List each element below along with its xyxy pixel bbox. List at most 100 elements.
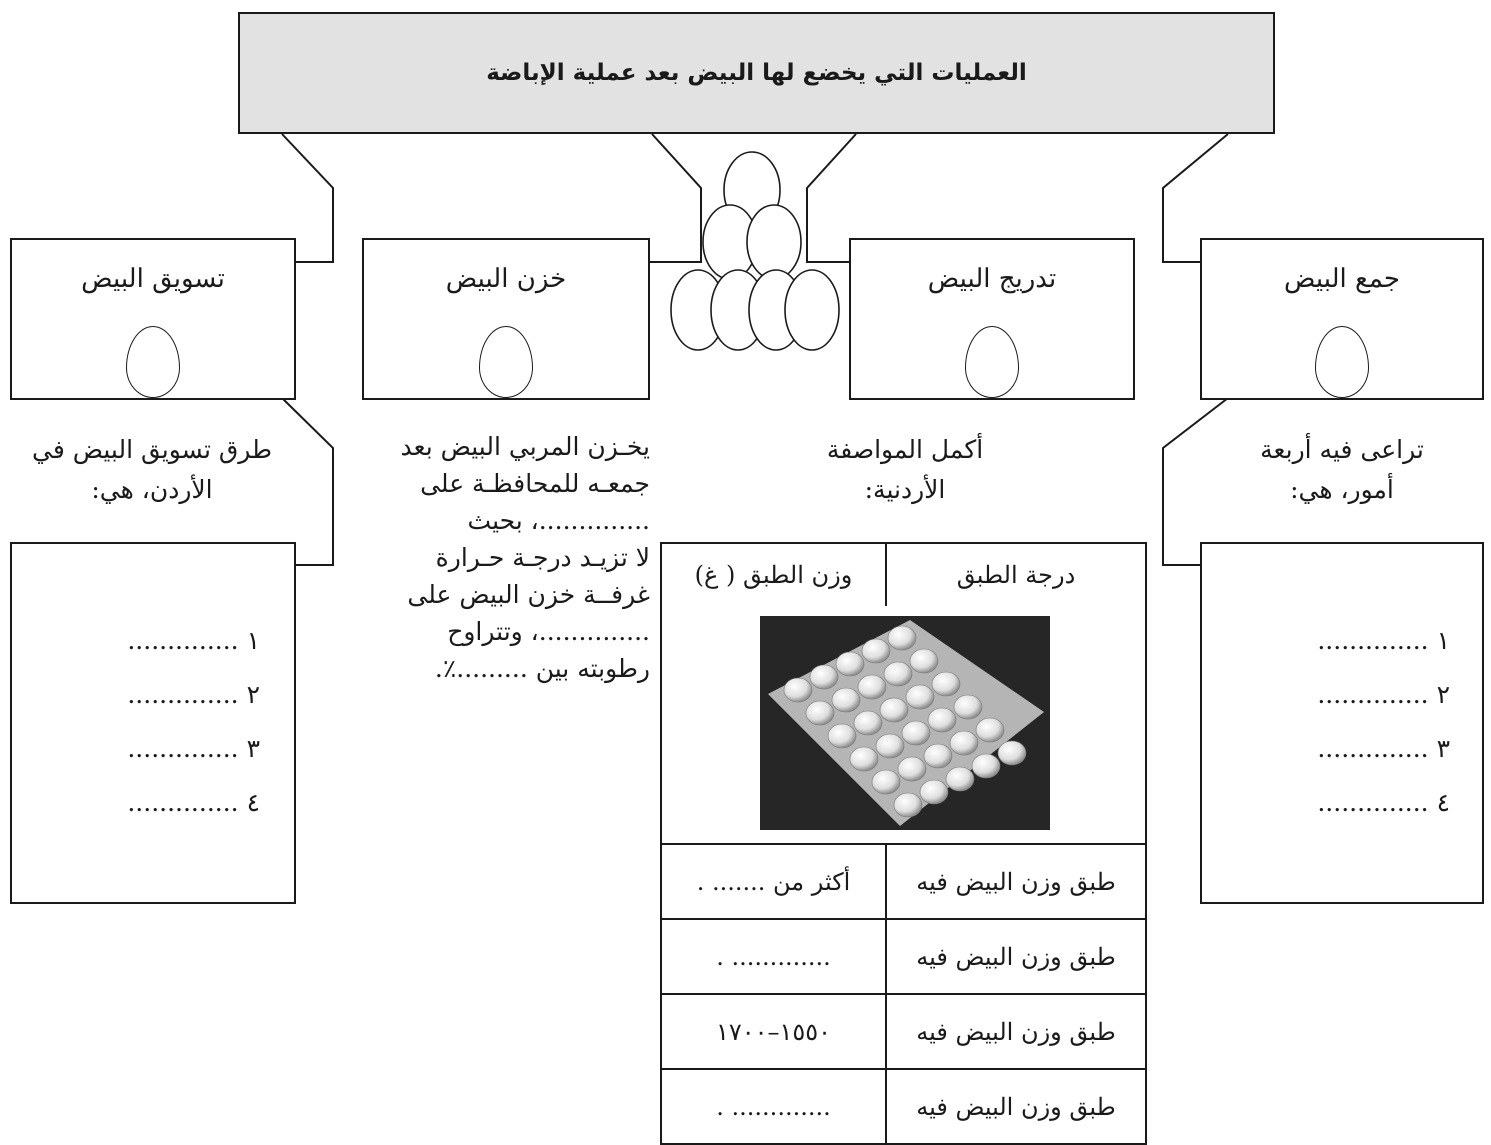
tray-egg (919, 779, 949, 805)
grade-cell: طبق وزن البيض فيه (916, 1092, 1116, 1121)
table-divider (662, 993, 1145, 995)
tray-egg (849, 746, 879, 772)
list-item: ١ .............. (1317, 626, 1450, 655)
storage-line: لا تزيـد درجـة حـرارة (435, 543, 650, 572)
tray-egg (827, 723, 857, 749)
tray-egg (887, 625, 917, 651)
table-divider (885, 544, 887, 606)
tray-egg (945, 766, 975, 792)
collection-list-box: ١ .............. ٢ .............. ٣ ....… (1200, 542, 1484, 904)
stage-title-marketing: تسويق البيض (81, 264, 225, 294)
egg-tray-image (768, 620, 1044, 826)
egg-tray-photo (760, 616, 1050, 830)
tray-egg (861, 638, 891, 664)
collection-description: تراعى فيه أربعة أمور، هي: (1196, 430, 1488, 510)
tray-egg (893, 792, 923, 818)
grade-cell: طبق وزن البيض فيه (916, 942, 1116, 971)
grading-description-line-1: أكمل المواصفة (826, 435, 984, 464)
egg-pile-illustration (670, 151, 840, 351)
stage-box-storage: خزن البيض (362, 238, 650, 400)
diagram-title: العمليات التي يخضع لها البيض بعد عملية ا… (486, 60, 1027, 86)
marketing-description-line-2: الأردن، هي: (91, 475, 213, 504)
header-weight: وزن الطبق ( غ) (694, 561, 853, 589)
storage-line: رطوبته بين .........٪. (434, 654, 650, 683)
weight-cell: ١٥٥٠–١٧٠٠ (715, 1017, 832, 1046)
table-divider (662, 1068, 1145, 1070)
storage-line: يخـزن المربي البيض بعد (400, 432, 650, 461)
weight-cell: أكثر من ....... . (696, 867, 851, 896)
connector-title-to-collection (1162, 133, 1229, 263)
tray-egg (805, 700, 835, 726)
list-item: ٢ .............. (127, 680, 260, 709)
tray-egg (997, 740, 1027, 766)
collection-description-line-2: أمور، هي: (1290, 475, 1394, 504)
list-item: ٢ .............. (1317, 680, 1450, 709)
tray-egg (809, 664, 839, 690)
stage-title-grading: تدريج البيض (927, 264, 1057, 294)
tray-egg (875, 733, 905, 759)
egg-icon (1315, 326, 1369, 398)
pile-egg-bottom-4 (784, 269, 840, 351)
list-item: ٤ .............. (1317, 788, 1450, 817)
tray-egg (783, 677, 813, 703)
list-item: ٣ .............. (1317, 734, 1450, 763)
tray-egg (971, 753, 1001, 779)
weight-cell: ............. . (716, 942, 831, 971)
weight-cell: ............. . (716, 1092, 831, 1121)
storage-description: يخـزن المربي البيض بعد جمعـه للمحافظـة ع… (362, 428, 650, 687)
connector-collection-to-list (1162, 397, 1229, 566)
pile-egg-mid-right (746, 204, 802, 280)
tray-egg (949, 730, 979, 756)
stage-title-storage: خزن البيض (445, 264, 567, 294)
grading-description-line-2: الأردنية: (864, 475, 946, 504)
tray-egg (923, 743, 953, 769)
tray-egg (953, 694, 983, 720)
tray-egg (975, 717, 1005, 743)
tray-egg (927, 707, 957, 733)
tray-egg (857, 674, 887, 700)
marketing-list-box: ١ .............. ٢ .............. ٣ ....… (10, 542, 296, 904)
list-item: ١ .............. (127, 626, 260, 655)
stage-box-collection: جمع البيض (1200, 238, 1484, 400)
tray-egg (871, 769, 901, 795)
tray-egg (831, 687, 861, 713)
connector-marketing-to-list (281, 397, 334, 566)
stage-box-marketing: تسويق البيض (10, 238, 296, 400)
egg-icon (479, 326, 533, 398)
grading-table: درجة الطبق وزن الطبق ( غ) طبق وزن البيض … (660, 542, 1147, 1145)
connector-title-to-grading (806, 133, 857, 263)
marketing-description: طرق تسويق البيض في الأردن، هي: (4, 430, 300, 510)
egg-icon (126, 326, 180, 398)
tray-egg (901, 720, 931, 746)
storage-line: جمعـه للمحافظـة على (420, 469, 650, 498)
grade-cell: طبق وزن البيض فيه (916, 1017, 1116, 1046)
grading-description: أكمل المواصفة الأردنية: (760, 430, 1050, 510)
egg-icon (965, 326, 1019, 398)
grade-cell: طبق وزن البيض فيه (916, 867, 1116, 896)
storage-line: ..............، وتتراوح (447, 617, 650, 646)
storage-line: غرفــة خزن البيض على (407, 580, 650, 609)
tray-egg (835, 651, 865, 677)
list-item: ٤ .............. (127, 788, 260, 817)
stage-title-collection: جمع البيض (1284, 264, 1400, 294)
storage-line: ..............، بحيث (467, 506, 650, 535)
collection-description-line-1: تراعى فيه أربعة (1260, 435, 1424, 464)
tray-egg (931, 671, 961, 697)
tray-egg (883, 661, 913, 687)
table-divider (662, 843, 1145, 845)
marketing-list: ١ .............. ٢ .............. ٣ ....… (127, 614, 260, 830)
header-grade: درجة الطبق (956, 561, 1076, 589)
list-item: ٣ .............. (127, 734, 260, 763)
tray-egg (879, 697, 909, 723)
tray-egg (853, 710, 883, 736)
collection-list: ١ .............. ٢ .............. ٣ ....… (1317, 614, 1450, 830)
table-divider (662, 918, 1145, 920)
tray-egg (909, 648, 939, 674)
connector-title-to-storage (648, 133, 702, 263)
stage-box-grading: تدريج البيض (849, 238, 1135, 400)
title-box: العمليات التي يخضع لها البيض بعد عملية ا… (238, 12, 1275, 134)
tray-egg (905, 684, 935, 710)
tray-egg (897, 756, 927, 782)
connector-title-to-marketing (281, 133, 334, 263)
